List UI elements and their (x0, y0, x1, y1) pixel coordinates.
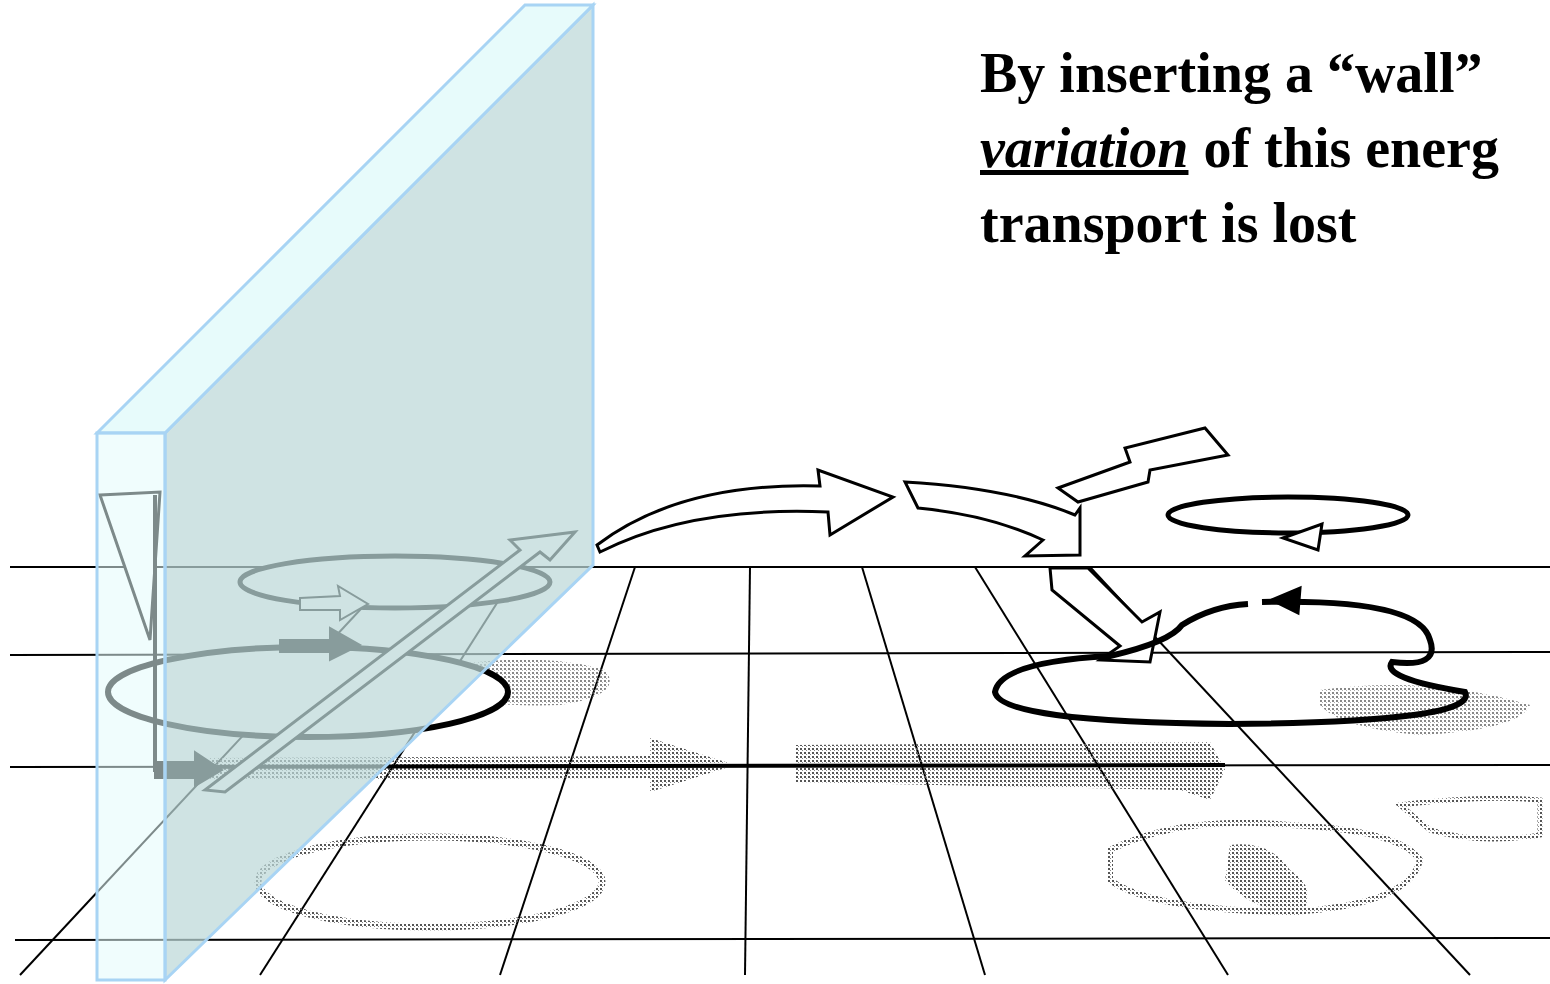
wall (97, 5, 593, 980)
text-line: transport is lost (980, 188, 1499, 263)
text-line: By inserting a “wall” (980, 38, 1499, 113)
grid-line (15, 938, 1550, 940)
dotted-ellipse (1400, 798, 1540, 839)
stipple-blob (1225, 844, 1308, 915)
text-line: variationof this energ (980, 113, 1499, 188)
annotation-text: of this energ (1203, 113, 1499, 183)
shaded-arrow (795, 742, 1225, 800)
transport-arrow (905, 482, 1080, 556)
annotation-text: transport is lost (980, 188, 1356, 258)
circulation-loop (995, 602, 1466, 724)
emphasis-text: variation (980, 113, 1188, 183)
right-circulation (597, 428, 1466, 724)
arrow-head (1283, 524, 1322, 550)
dotted-ellipse (258, 837, 602, 927)
wall-front (97, 433, 165, 980)
stipple-blob (1320, 685, 1530, 735)
note-block: By inserting a “wall”variationof this en… (980, 38, 1499, 263)
transport-arrow (1058, 428, 1228, 502)
circulation-ellipse (1168, 497, 1408, 533)
arrow-head (1272, 588, 1300, 613)
grid-line (745, 567, 750, 975)
annotation-text: By inserting a “wall” (980, 38, 1482, 108)
transport-arrow (597, 470, 893, 552)
wall-top (97, 5, 593, 433)
